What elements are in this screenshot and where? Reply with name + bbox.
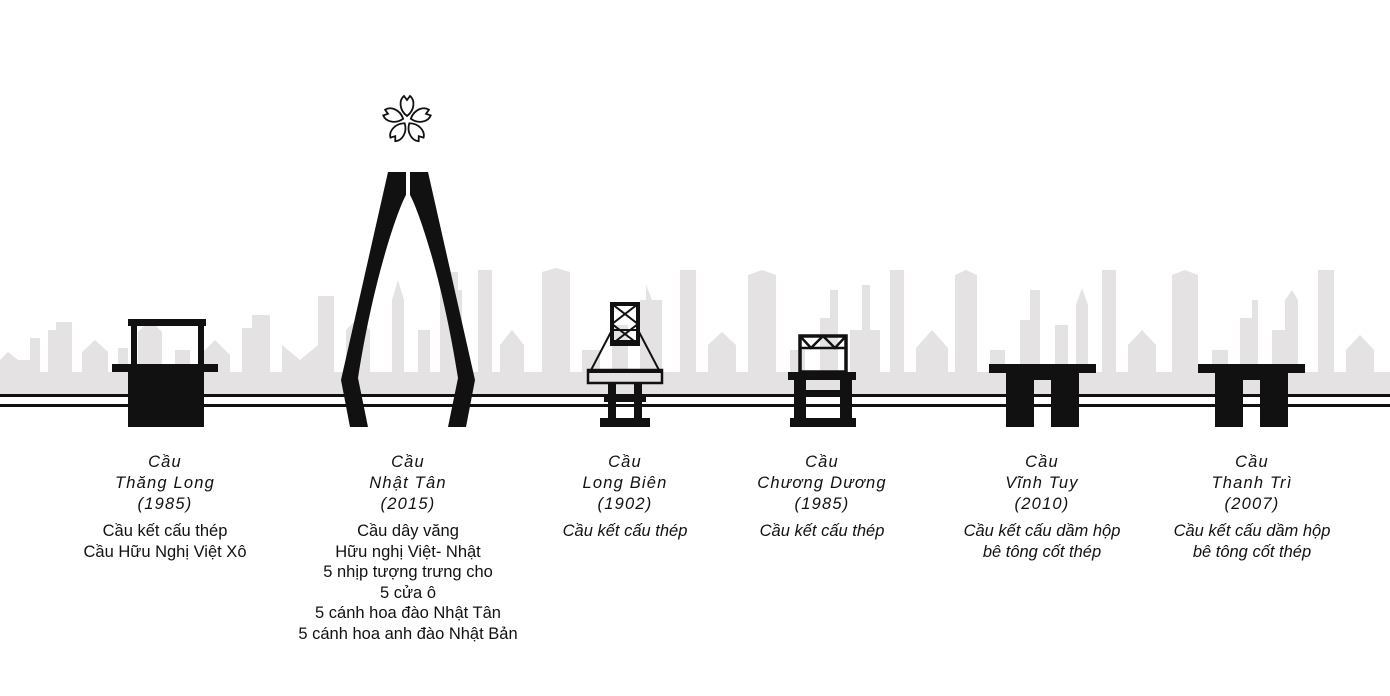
caption-desc-line: 5 cánh hoa đào Nhật Tân [315, 604, 501, 622]
caption-thang-long: Cầu Thăng Long (1985) Cầu kết cấu thép C… [25, 452, 305, 562]
caption-description: Cầu kết cấu thép Cầu Hữu Nghị Việt Xô [25, 521, 305, 562]
caption-desc-line: Cầu Hữu Nghị Việt Xô [83, 542, 247, 561]
caption-title-line: (1985) [794, 495, 850, 513]
caption-title: Cầu Vĩnh Tuy (2010) [902, 452, 1182, 515]
caption-title: Cầu Thăng Long (1985) [25, 452, 305, 515]
caption-title-line: (1902) [597, 495, 653, 513]
caption-title-line: Thăng Long [114, 474, 216, 492]
caption-title-line: Cầu [1235, 453, 1269, 471]
caption-vinh-tuy: Cầu Vĩnh Tuy (2010) Cầu kết cấu dầm hộp … [902, 452, 1182, 562]
city-skyline [0, 268, 1390, 395]
caption-title-line: (2015) [380, 495, 436, 513]
bridge-deck-lines [0, 394, 1390, 407]
caption-title-line: (2007) [1224, 495, 1280, 513]
caption-title: Cầu Chương Dương (1985) [682, 452, 962, 515]
caption-title-line: Thanh Trì [1211, 474, 1293, 492]
caption-description: Cầu kết cấu dầm hộp bê tông cốt thép [1112, 521, 1390, 562]
caption-title-line: Cầu [391, 453, 425, 471]
caption-desc-line: bê tông cốt thép [982, 542, 1102, 561]
caption-title: Cầu Nhật Tân (2015) [268, 452, 548, 515]
caption-desc-line: Cầu kết cấu dầm hộp [963, 522, 1121, 540]
caption-title-line: Cầu [608, 453, 642, 471]
caption-description: Cầu kết cấu dầm hộp bê tông cốt thép [902, 521, 1182, 562]
caption-desc-line: Hữu nghị Việt- Nhật [335, 542, 481, 561]
caption-desc-line: Cầu kết cấu thép [562, 522, 688, 540]
thang-long-pylon-icon [112, 319, 218, 427]
caption-description: Cầu kết cấu thép [485, 521, 765, 542]
caption-desc-line: 5 cửa ô [380, 583, 436, 602]
long-bien-pylon-icon [586, 302, 664, 427]
caption-long-bien: Cầu Long Biên (1902) Cầu kết cấu thép [485, 452, 765, 542]
caption-title-line: Nhật Tân [369, 474, 447, 492]
caption-desc-line: Cầu kết cấu thép [759, 522, 885, 540]
chuong-duong-pylon-icon [788, 334, 856, 427]
vinh-tuy-pylon-icon [989, 364, 1096, 427]
caption-title: Cầu Thanh Trì (2007) [1112, 452, 1390, 515]
caption-title-line: Cầu [805, 453, 839, 471]
caption-desc-line: 5 cánh hoa anh đào Nhật Bản [298, 624, 518, 643]
deck-line-bottom [0, 404, 1390, 407]
caption-desc-line: Cầu kết cấu thép [102, 522, 228, 540]
caption-title-line: Cầu [1025, 453, 1059, 471]
caption-desc-line: 5 nhịp tượng trưng cho [323, 563, 493, 581]
nhat-tan-pylon-icon [341, 172, 475, 427]
deck-line-top [0, 394, 1390, 397]
caption-desc-line: Cầu kết cấu dầm hộp [1173, 522, 1331, 540]
caption-title-line: Long Biên [582, 474, 668, 492]
caption-title-line: Chương Dương [757, 474, 887, 492]
caption-thanh-tri: Cầu Thanh Trì (2007) Cầu kết cấu dầm hộp… [1112, 452, 1390, 562]
caption-desc-line: Cầu dây văng [357, 522, 459, 540]
caption-chuong-duong: Cầu Chương Dương (1985) Cầu kết cấu thép [682, 452, 962, 542]
caption-title: Cầu Long Biên (1902) [485, 452, 765, 515]
caption-description: Cầu kết cấu thép [682, 521, 962, 542]
caption-title-line: (1985) [137, 495, 193, 513]
caption-title-line: (2010) [1014, 495, 1070, 513]
caption-description: Cầu dây văng Hữu nghị Việt- Nhật 5 nhịp … [268, 521, 548, 644]
caption-title-line: Cầu [148, 453, 182, 471]
caption-title-line: Vĩnh Tuy [1005, 474, 1079, 492]
caption-nhat-tan: Cầu Nhật Tân (2015) Cầu dây văng Hữu ngh… [268, 452, 548, 644]
cherry-blossom-icon [381, 94, 433, 145]
caption-desc-line: bê tông cốt thép [1192, 542, 1312, 561]
thanh-tri-pylon-icon [1198, 364, 1305, 427]
